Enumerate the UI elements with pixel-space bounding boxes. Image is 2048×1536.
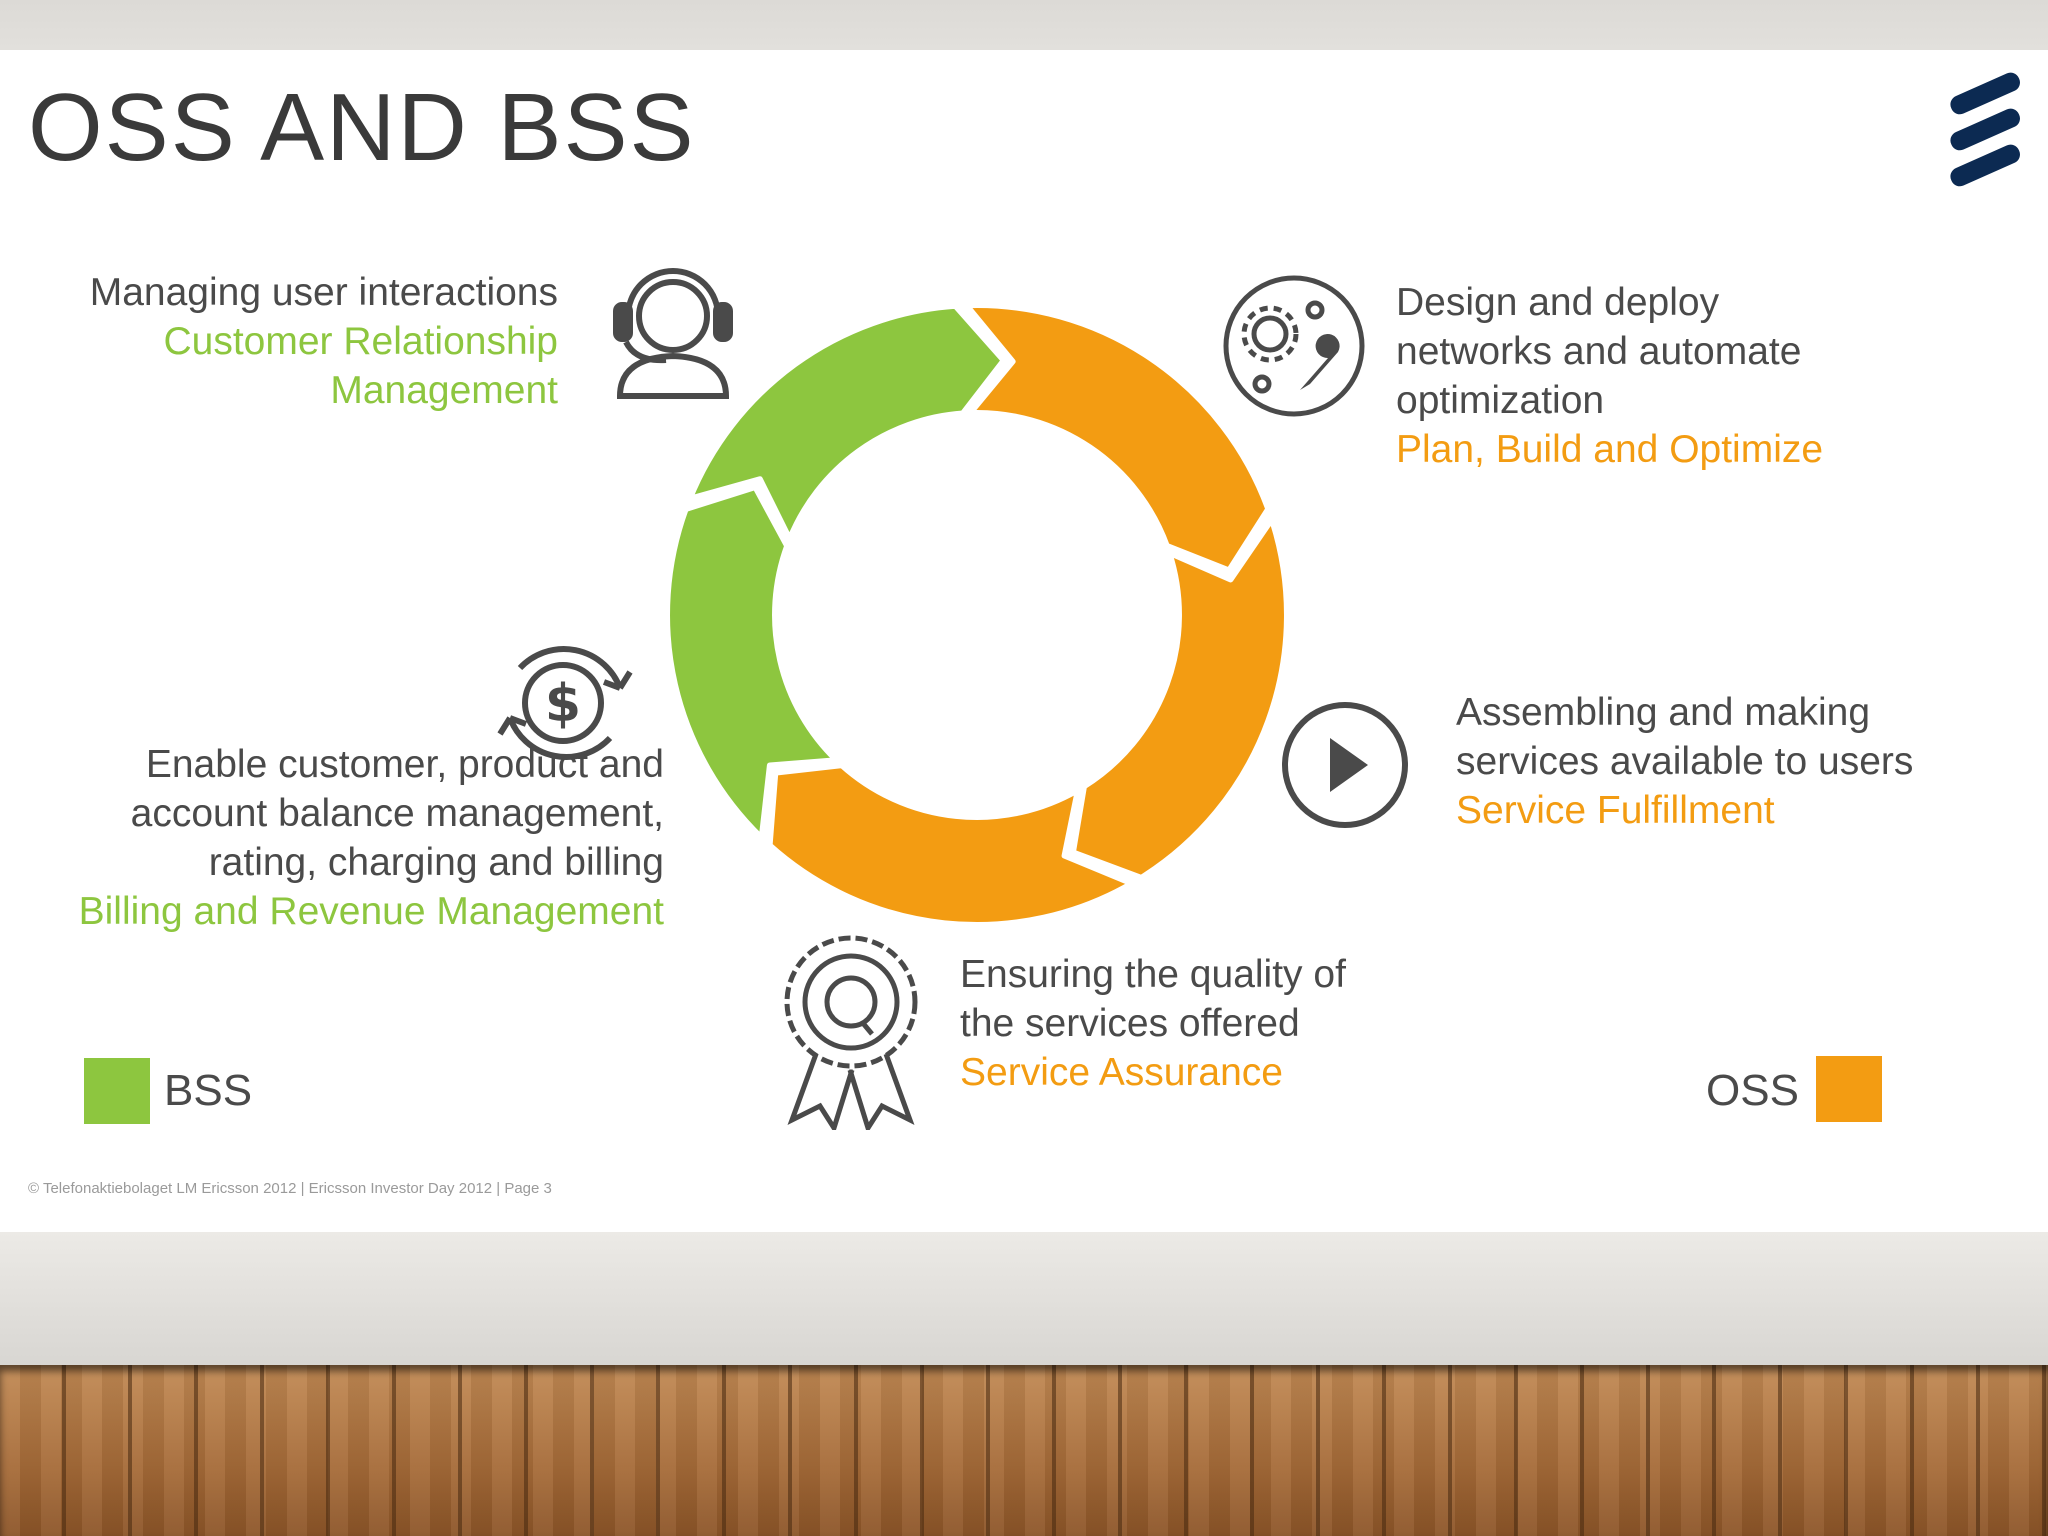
slide-title: OSS AND BSS bbox=[28, 74, 696, 181]
billing-line1: Enable customer, product and bbox=[145, 743, 664, 786]
bss-legend-swatch bbox=[84, 1058, 150, 1124]
plan-line1: Design and deploy bbox=[1396, 281, 1720, 324]
plan-line2: networks and automate bbox=[1396, 330, 1802, 373]
assurance-label: Service Assurance bbox=[960, 1051, 1283, 1094]
fulfillment-line2: services available to users bbox=[1456, 740, 1914, 783]
assurance-text-block: Ensuring the quality of the services off… bbox=[960, 950, 1480, 1097]
crm-description: Managing user interactions bbox=[89, 271, 558, 314]
billing-text-block: Enable customer, product and account bal… bbox=[30, 740, 664, 936]
slide: OSS AND BSS Managing user interactions C… bbox=[0, 50, 2048, 1232]
fulfillment-text-block: Assembling and making services available… bbox=[1456, 688, 2036, 835]
gears-wrench-icon bbox=[1223, 275, 1365, 417]
cycle-segment-crm bbox=[686, 302, 1007, 543]
crm-label-line1: Customer Relationship bbox=[163, 320, 558, 363]
svg-text:$: $ bbox=[545, 674, 581, 734]
billing-line3: rating, charging and billing bbox=[208, 841, 664, 884]
dollar-cycle-icon: $ bbox=[497, 646, 633, 760]
ericsson-logo-icon bbox=[1950, 72, 2020, 187]
headset-agent-icon bbox=[613, 268, 733, 399]
billing-line2: account balance management, bbox=[130, 792, 664, 835]
wood-floor bbox=[0, 1365, 2048, 1536]
oss-bss-cycle-diagram bbox=[664, 302, 1290, 928]
play-icon bbox=[1282, 702, 1408, 828]
top-wall-strip bbox=[0, 0, 2048, 50]
assurance-line2: the services offered bbox=[960, 1002, 1300, 1045]
quality-rosette-icon bbox=[784, 935, 918, 1130]
oss-legend-swatch bbox=[1816, 1056, 1882, 1122]
bss-legend-label: BSS bbox=[164, 1066, 253, 1115]
fulfillment-label: Service Fulfillment bbox=[1456, 789, 1775, 832]
billing-label: Billing and Revenue Management bbox=[78, 890, 664, 933]
cycle-segment-fulfillment bbox=[1069, 516, 1290, 881]
fulfillment-line1: Assembling and making bbox=[1456, 691, 1871, 734]
crm-text-block: Managing user interactions Customer Rela… bbox=[40, 268, 558, 415]
assurance-line1: Ensuring the quality of bbox=[960, 953, 1346, 996]
plan-line3: optimization bbox=[1396, 379, 1605, 422]
oss-legend-label: OSS bbox=[1706, 1066, 1799, 1115]
plan-label: Plan, Build and Optimize bbox=[1396, 428, 1824, 471]
slide-footer: © Telefonaktiebolaget LM Ericsson 2012 |… bbox=[28, 1180, 552, 1197]
wall-below-slide bbox=[0, 1232, 2048, 1365]
crm-label-line2: Management bbox=[330, 369, 558, 412]
cycle-segment-billing bbox=[664, 484, 840, 841]
cycle-segment-assurance bbox=[766, 762, 1135, 928]
cycle-segment-plan bbox=[963, 302, 1272, 574]
plan-text-block: Design and deploy networks and automate … bbox=[1396, 278, 2016, 474]
